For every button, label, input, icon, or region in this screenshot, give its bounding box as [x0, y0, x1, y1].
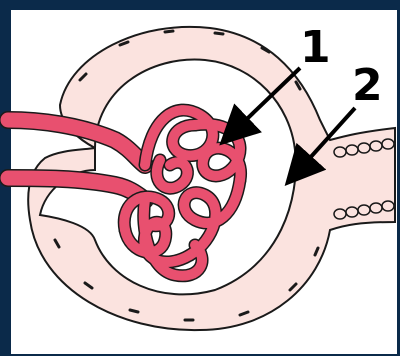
label-2: 2 — [352, 60, 383, 111]
label-1: 1 — [300, 22, 331, 73]
